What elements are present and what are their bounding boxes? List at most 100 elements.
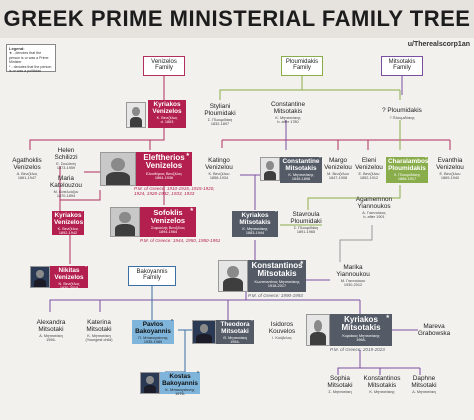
person-margo-venizelou: Margo Venizelou Μ. Βενιζέλου 1847-1908 [322, 157, 354, 186]
person-dates: Κ. Βενιζέλος d. 1863 [156, 116, 178, 125]
politician-star-icon: * [319, 156, 321, 162]
person-name: Agamemnon Yiannoukos [355, 196, 393, 210]
person-dates: Κ. Μητσοτάκη (Youngest child) [85, 334, 113, 343]
portrait-constantine-mitsotakis [260, 157, 280, 181]
legend-item-politician: * - denotes that the person is or was a … [9, 64, 52, 74]
person-kyriakos-venizelos: * Kyriakos Venizelos Κ. Βενιζέλος 1892-1… [52, 210, 84, 236]
person-name: Nikitas Venizelos [54, 267, 84, 281]
person-agathoklis-venizelos: Agathoklis Venizelos Α. Βενιζέλος 1861-1… [4, 157, 50, 186]
person-dates: Σοφοκλής Βενιζέλος 1894-1964 [151, 225, 185, 234]
person-name: Kostas Bakoyannis [162, 373, 198, 387]
person-agamemnon-yiannoukos: Agamemnon Yiannoukos Α. Γιαννούκος b. af… [348, 196, 400, 225]
legend-heading: Legend: [9, 46, 25, 51]
person-konstantinos-mitsotakis-jr: Konstantinos Mitsotakis Κ. Μητσοτάκης [360, 375, 404, 398]
person-nikitas-venizelos: * Nikitas Venizelos Ν. Βενιζέλος 1930-20… [50, 265, 88, 290]
family-header-ploumidakis: Ploumidakis Family [281, 56, 323, 76]
person-dates: Κ. Βενιζέλου 1858-1934 [208, 172, 230, 181]
person-name: Katingo Venizelou [205, 157, 233, 171]
person-name: Margo Venizelou [324, 157, 352, 171]
portrait-nikitas-venizelos [30, 266, 50, 288]
person-dates: Κ. Μητσοτάκης 1845-1898 [288, 173, 314, 182]
person-dates: Ε. Βενιζέλου 1869-1940 [439, 172, 461, 181]
person-dates: Κωνσταντίνος Μητσοτάκης 1918-2017 [254, 279, 300, 288]
person-name: Sophia Mitsotaki [327, 375, 353, 389]
person-dates: Κ. Μητσοτάκης 1883-1944 [242, 227, 268, 236]
family-header-bakoyannis: Bakoyannis Family [128, 266, 176, 286]
person-name: Kyriakos Mitsotakis [239, 212, 271, 226]
person-dates: Ελευθέριος Βενιζέλος 1864-1936 [145, 171, 183, 180]
person-name: Evanthia Venizelou [436, 157, 464, 171]
portrait-kostas-bakoyannis [140, 372, 160, 394]
person-dates: Δ. Μητσοτάκη [412, 390, 436, 395]
person-stavroula-ploumidaki: Stavroula Ploumidaki Σ. Πλουμιδάκη 1891-… [282, 211, 330, 238]
person-name: Theodora Mitsotaki [220, 321, 250, 335]
person-kyriakos-mitsotakis-pm: ★ Kyriakos Mitsotakis Κυριάκος Μητσοτάκη… [330, 314, 392, 346]
person-eleftherios-venizelos: ★ Eleftherios Venizelos Ελευθέριος Βενιζ… [136, 152, 192, 186]
person-name: Styliani Ploumidaki [204, 103, 236, 117]
person-name: Pavlos Bakoyannis [135, 321, 171, 335]
person-name: Sofoklis Venizelos [150, 208, 186, 225]
person-helen-schilizzi: Helen Schilizzi Ε. Σκυλίτση 1873-1959 [46, 147, 86, 176]
person-dates: Κ. Βενιζέλος 1892-1942 [57, 227, 79, 236]
person-marika-yiannoukou: Marika Yiannoukou Μ. Γιαννούκου 1930-201… [330, 264, 376, 293]
title-banner [0, 0, 474, 38]
person-kostas-bakoyannis: * Kostas Bakoyannis Κ. Μπακογιάννης 1978… [160, 371, 200, 396]
pm-term-eleftherios: P.M. of Greece: 1910-1915, 1915-1920, 19… [134, 186, 215, 197]
pm-star-icon: ★ [185, 152, 190, 158]
pm-star-icon: ★ [299, 260, 304, 266]
person-name: ? Ploumidakis [382, 107, 422, 114]
person-pavlos-bakoyannis: * Pavlos Bakoyannis Π. Μπακογιάννης 1935… [132, 319, 174, 345]
person-name: Stavroula Ploumidaki [290, 211, 322, 225]
person-name: Eleftherios Venizelos [143, 153, 185, 171]
person-dates: Κ. Μητσοτάκης [369, 390, 395, 395]
politician-star-icon: * [85, 265, 87, 271]
politician-star-icon: * [171, 319, 173, 325]
legend-item-pm: ★ - denotes that the person is or was a … [9, 51, 49, 65]
person-mareva-grabowska: Mareva Grabowska [412, 323, 456, 344]
politician-star-icon: * [81, 210, 83, 216]
person-constantine-mitsotakis-sr: Constantine Mitsotakis Κ. Μητσοτάκης b. … [260, 101, 316, 128]
person-constantine-mitsotakis: * Constantine Mitsotakis Κ. Μητσοτάκης 1… [280, 156, 322, 183]
pm-star-icon: ★ [385, 314, 390, 320]
portrait-kyriakos-mitsotakis-pm [306, 314, 330, 346]
person-name: Constantine Mitsotakis [270, 101, 306, 115]
person-styliani-ploumidaki: Styliani Ploumidaki Σ. Πλουμιδάκη 1832-1… [196, 103, 244, 130]
politician-star-icon: * [251, 319, 253, 325]
person-alexandra-mitsotaki: Alexandra Mitsotaki Α. Μητσοτάκη 1956- [28, 319, 74, 346]
pm-term-sofoklis: P.M. of Greece: 1944, 1950, 1950-1951 [140, 238, 221, 243]
person-katingo-venizelou: Katingo Venizelou Κ. Βενιζέλου 1858-1934 [196, 157, 242, 186]
person-daphne-mitsotaki: Daphne Mitsotaki Δ. Μητσοτάκη [404, 375, 444, 398]
person-name: Constantine Mitsotakis [282, 158, 320, 172]
person-dates: Σ. Πλουμιδάκη 1832-1897 [207, 118, 233, 127]
portrait-sofoklis-venizelos [110, 207, 140, 237]
person-dates: Α. Γιαννούκος b. after 1901 [362, 211, 386, 220]
person-dates: Π. Μπακογιάννης 1935-1989 [138, 336, 168, 345]
person-dates: Κ. Μητσοτάκης b. after 1780 [275, 116, 301, 125]
person-name: Maria Katelouzou [50, 175, 82, 189]
portrait-theodora-mitsotaki [192, 320, 216, 344]
person-dates: Σ. Μητσοτάκη [328, 390, 352, 395]
legend: Legend: ★ - denotes that the person is o… [6, 44, 56, 74]
family-header-mitsotakis: Mitsotakis Family [381, 56, 423, 76]
portrait-kyriakos-sr [126, 102, 146, 128]
person-dates: Α. Βενιζέλος 1861-1947 [16, 172, 38, 181]
person-konstantinos-mitsotakis: ★ Konstantinos Mitsotakis Κωνσταντίνος Μ… [248, 260, 306, 292]
person-katerina-mitsotaki: Katerina Mitsotaki Κ. Μητσοτάκη (Younges… [76, 319, 122, 346]
person-eleni-venizelou: Eleni Venizelou Ε. Βενιζέλου 1852-1912 [354, 157, 384, 186]
person-kyriakos-mitsotakis: * Kyriakos Mitsotakis Κ. Μητσοτάκης 1883… [232, 210, 278, 237]
page-title: GREEK PRIME MINISTERIAL FAMILY TREE [3, 6, 471, 31]
person-maria-katelouzou: Maria Katelouzou Μ. Κατελούζου 1870-1894 [46, 175, 86, 202]
person-name: Katerina Mitsotaki [86, 319, 112, 333]
person-name: Konstantinos Mitsotakis [363, 375, 401, 389]
politician-star-icon: * [275, 210, 277, 216]
person-name: Kyriakos Venizelos [152, 101, 182, 115]
politician-star-icon: * [197, 371, 199, 377]
person-name: Daphne Mitsotaki [411, 375, 437, 389]
person-dates: Μ. Βενιζέλου 1847-1908 [327, 172, 349, 181]
family-header-venizelos: Venizelos Family [143, 56, 185, 76]
person-name: Charalambos Ploumidakis [388, 158, 429, 172]
person-dates: Θ. Μητσοτάκη 1954- [223, 336, 247, 345]
person-theodora-mitsotaki: * Theodora Mitsotaki Θ. Μητσοτάκη 1954- [216, 319, 254, 345]
person-isidoros-kouvelos: Isidoros Kouvelos Ι. Κούβελος [260, 321, 304, 344]
person-unknown-ploumidakis: ? Ploumidakis ? Πλουμιδάκης [376, 107, 428, 126]
